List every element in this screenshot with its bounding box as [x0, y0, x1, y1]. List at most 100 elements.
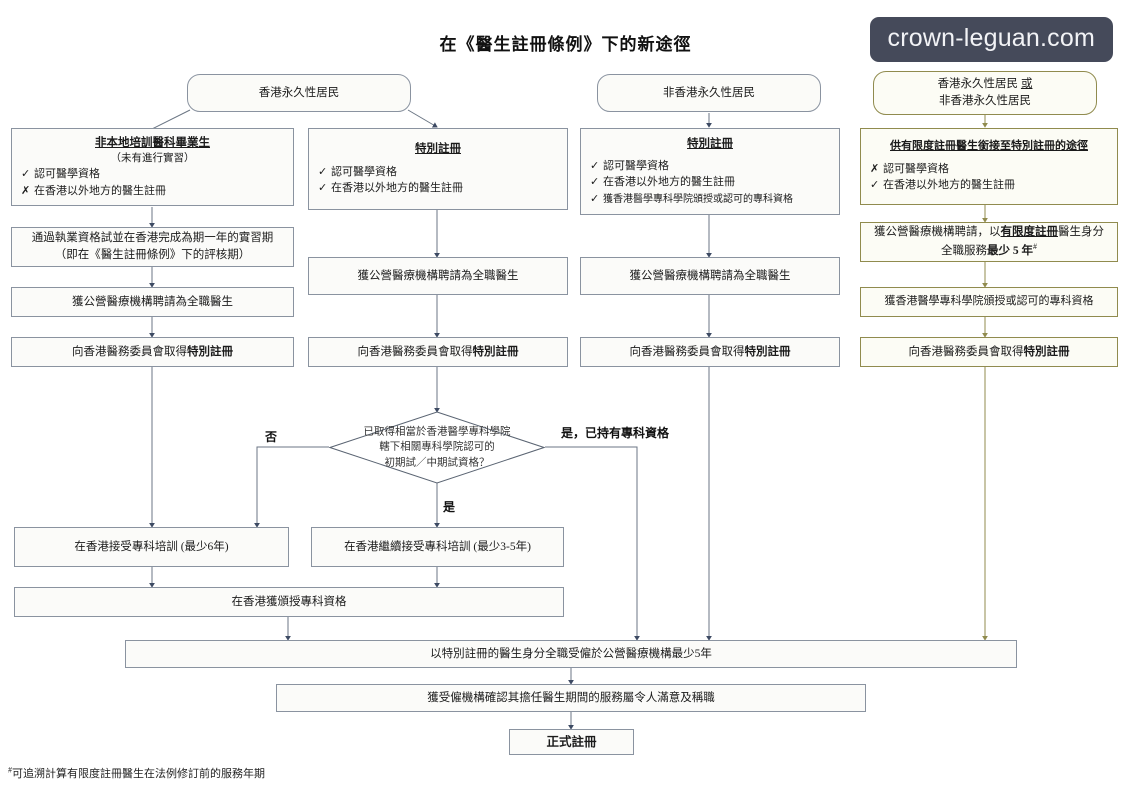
final-full-registration[interactable]: 正式註冊	[509, 729, 634, 755]
check-icon: ✓	[21, 167, 31, 181]
training-awarded-label: 在香港獲頒授專科資格	[231, 595, 347, 608]
step-line-2: （即在《醫生註冊條例》下的評核期）	[54, 249, 251, 261]
final-employer-confirmation[interactable]: 獲受僱機構確認其擔任醫生期間的服務屬令人滿意及稱職	[276, 684, 866, 712]
check-icon: ✓	[318, 164, 328, 178]
step-emphasis: 特別註冊	[744, 345, 791, 358]
criteria-text: 認可醫學資格	[331, 165, 397, 178]
col2-step-employed-fulltime[interactable]: 獲公營醫療機構聘請為全職醫生	[308, 257, 568, 295]
footnote: #可追溯計算有限度註冊醫生在法例修訂前的服務年期	[8, 765, 265, 781]
criteria-item: ✓認可醫學資格	[318, 164, 560, 181]
col4-step-specialist-qualification[interactable]: 獲香港醫學專科學院頒授或認可的專科資格	[860, 287, 1118, 317]
check-icon: ✓	[870, 178, 880, 192]
footnote-marker-icon: #	[8, 765, 12, 775]
col3-head-title: 特別註冊	[687, 137, 733, 150]
step-line-1-part-a: 獲公營醫療機構聘請，以	[874, 226, 1001, 239]
step-line-1: 獲公營醫療機構聘請為全職醫生	[72, 295, 233, 308]
col1-criteria: ✓認可醫學資格 ✗在香港以外地方的醫生註冊	[19, 166, 286, 199]
col1-step-employed-fulltime[interactable]: 獲公營醫療機構聘請為全職醫生	[11, 287, 294, 317]
final-service-5-years[interactable]: 以特別註冊的醫生身分全職受僱於公營醫療機構最少5年	[125, 640, 1017, 668]
criteria-item: ✓認可醫學資格	[590, 158, 832, 175]
step-emphasis: 特別註冊	[187, 345, 233, 358]
criteria-item: ✓認可醫學資格	[21, 166, 286, 183]
step-emphasis: 特別註冊	[1023, 345, 1070, 358]
final-full-label: 正式註冊	[546, 734, 597, 749]
step-line-1: 獲香港醫學專科學院頒授或認可的專科資格	[884, 295, 1094, 308]
col4-head-title: 供有限度註冊醫生銜接至特別註冊的途徑	[890, 140, 1088, 153]
step-text: 向香港醫務委員會取得特別註冊	[630, 344, 791, 361]
step-emphasis: 特別註冊	[472, 345, 519, 358]
step-line-2: 全職服務最少 5 年#	[868, 241, 1110, 260]
col4-criteria: ✗認可醫學資格 ✓在香港以外地方的醫生註冊	[868, 161, 1110, 194]
header-label: 香港永久性居民	[258, 86, 340, 99]
training-box-continue-specialist[interactable]: 在香港繼續接受專科培訓 (最少3-5年)	[311, 527, 564, 567]
col1-head-box[interactable]: 非本地培訓醫科畢業生 （未有進行實習） ✓認可醫學資格 ✗在香港以外地方的醫生註…	[11, 128, 294, 206]
col3-criteria: ✓認可醫學資格 ✓在香港以外地方的醫生註冊 ✓獲香港醫學專科學院頒授或認可的專科…	[588, 158, 832, 208]
edge-label-yes-has-specialist: 是，已持有專科資格	[561, 426, 670, 440]
col4-step-limited-registration-service[interactable]: 獲公營醫療機構聘請，以有限度註冊醫生身分 全職服務最少 5 年#	[860, 222, 1118, 262]
step-line-1: 通過執業資格試並在香港完成為期一年的實習期	[31, 232, 274, 245]
col1-step-exam-internship[interactable]: 通過執業資格試並在香港完成為期一年的實習期 （即在《醫生註冊條例》下的評核期）	[11, 227, 294, 267]
cross-icon: ✗	[870, 161, 880, 175]
col4-step-special-registration[interactable]: 向香港醫務委員會取得特別註冊	[860, 337, 1118, 367]
training-box-new-specialist[interactable]: 在香港接受專科培訓 (最少6年)	[14, 527, 289, 567]
training-right-label: 在香港繼續接受專科培訓 (最少3-5年)	[344, 540, 531, 553]
criteria-item: ✗認可醫學資格	[870, 161, 1110, 178]
diamond-shape-icon	[329, 411, 545, 484]
step-line-1-emphasis: 有限度註冊	[1000, 226, 1059, 239]
check-icon: ✓	[590, 158, 600, 172]
col1-head-subtitle: （未有進行實習）	[110, 153, 195, 165]
check-icon: ✓	[590, 191, 600, 205]
criteria-item: ✓獲香港醫學專科學院頒授或認可的專科資格	[590, 191, 832, 208]
decision-line-1: 已取得相當於香港醫學專科學院	[363, 425, 511, 437]
step-text: 向香港醫務委員會取得特別註冊	[72, 344, 233, 361]
header-hk-permanent-resident[interactable]: 香港永久性居民	[187, 74, 411, 112]
step-line-1: 獲公營醫療機構聘請為全職醫生	[629, 269, 791, 282]
criteria-text: 認可醫學資格	[603, 159, 669, 172]
final-service-label: 以特別註冊的醫生身分全職受僱於公營醫療機構最少5年	[430, 647, 712, 660]
header-label: 非香港永久性居民	[663, 86, 755, 99]
col3-head-box[interactable]: 特別註冊 ✓認可醫學資格 ✓在香港以外地方的醫生註冊 ✓獲香港醫學專科學院頒授或…	[580, 128, 840, 215]
col4-head-box[interactable]: 供有限度註冊醫生銜接至特別註冊的途徑 ✗認可醫學資格 ✓在香港以外地方的醫生註冊	[860, 128, 1118, 205]
decision-specialist-exam[interactable]: 已取得相當於香港醫學專科學院 轄下相關專科學院認可的 初期試／中期試資格？	[329, 411, 545, 484]
criteria-text: 獲香港醫學專科學院頒授或認可的專科資格	[603, 193, 793, 205]
header-line-2: 非香港永久性居民	[939, 95, 1031, 107]
col2-criteria: ✓認可醫學資格 ✓在香港以外地方的醫生註冊	[316, 164, 560, 197]
check-icon: ✓	[590, 175, 600, 189]
header-hk-or-non-hk-resident[interactable]: 香港永久性居民 或 非香港永久性居民	[873, 71, 1097, 115]
decision-line-2: 轄下相關專科學院認可的	[379, 441, 495, 453]
step-line-1: 獲公營醫療機構聘請為全職醫生	[357, 269, 519, 282]
criteria-item: ✗在香港以外地方的醫生註冊	[21, 183, 286, 200]
step-line-1: 向香港醫務委員會取得	[72, 345, 187, 358]
step-line-1: 向香港醫務委員會取得	[629, 345, 745, 358]
criteria-text: 在香港以外地方的醫生註冊	[331, 182, 463, 195]
step-line-1-part-c: 醫生身分	[1058, 226, 1104, 239]
final-confirm-label: 獲受僱機構確認其擔任醫生期間的服務屬令人滿意及稱職	[427, 691, 715, 704]
page-title: 在《醫生註冊條例》下的新途徑	[439, 35, 692, 54]
footnote-marker-icon: #	[1033, 242, 1037, 252]
step-text: 向香港醫務委員會取得特別註冊	[358, 344, 519, 361]
col3-step-special-registration[interactable]: 向香港醫務委員會取得特別註冊	[580, 337, 840, 367]
criteria-text: 認可醫學資格	[883, 162, 949, 175]
col2-head-title: 特別註冊	[415, 143, 461, 156]
edge-label-no: 否	[265, 430, 278, 444]
training-box-awarded-specialist[interactable]: 在香港獲頒授專科資格	[14, 587, 564, 617]
step-text: 向香港醫務委員會取得特別註冊	[909, 344, 1070, 361]
col1-head-title: 非本地培訓醫科畢業生	[95, 136, 210, 149]
header-line-1: 香港永久性居民 或	[881, 76, 1089, 93]
criteria-item: ✓在香港以外地方的醫生註冊	[590, 174, 832, 191]
col2-head-box[interactable]: 特別註冊 ✓認可醫學資格 ✓在香港以外地方的醫生註冊	[308, 128, 568, 210]
header-non-hk-permanent-resident[interactable]: 非香港永久性居民	[597, 74, 821, 112]
header-line-1-emphasis: 或	[1020, 78, 1033, 91]
decision-label: 已取得相當於香港醫學專科學院 轄下相關專科學院認可的 初期試／中期試資格？	[329, 424, 545, 471]
cross-icon: ✗	[21, 183, 31, 197]
col3-step-employed-fulltime[interactable]: 獲公營醫療機構聘請為全職醫生	[580, 257, 840, 295]
check-icon: ✓	[318, 181, 328, 195]
criteria-text: 在香港以外地方的醫生註冊	[603, 176, 735, 189]
decision-line-3: 初期試／中期試資格？	[384, 457, 490, 469]
step-line-2-emphasis: 最少 5 年	[987, 244, 1033, 257]
col2-step-special-registration[interactable]: 向香港醫務委員會取得特別註冊	[308, 337, 568, 367]
criteria-item: ✓在香港以外地方的醫生註冊	[870, 177, 1110, 194]
col1-step-special-registration[interactable]: 向香港醫務委員會取得特別註冊	[11, 337, 294, 367]
